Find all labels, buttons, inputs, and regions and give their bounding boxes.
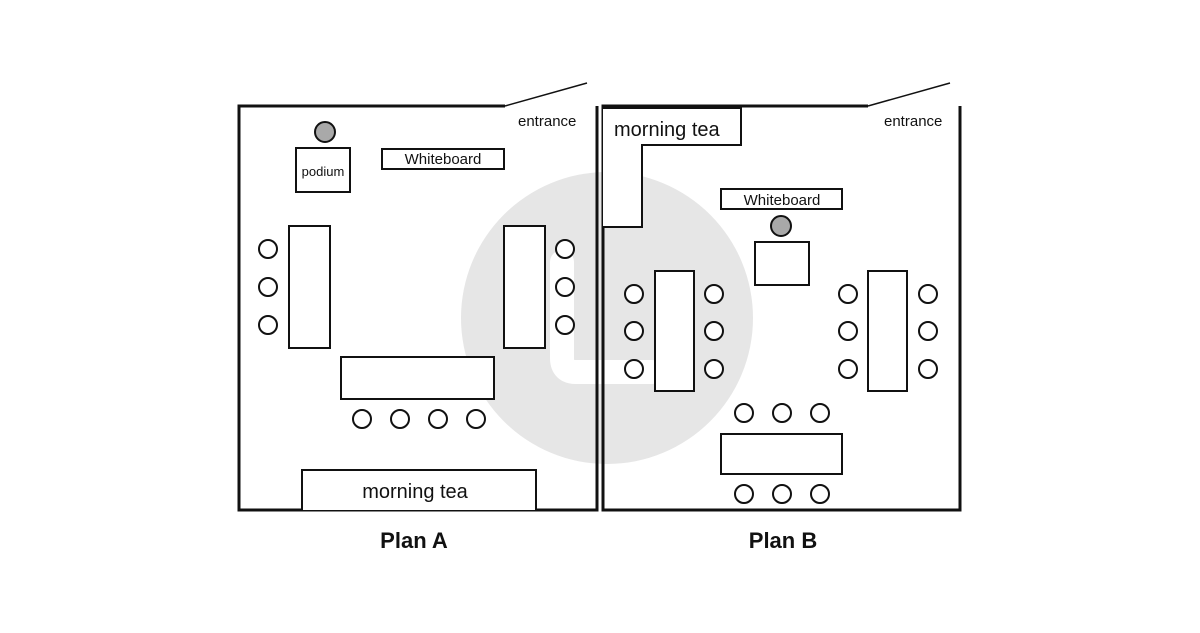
plan-a-chair [555,277,575,297]
plan-b-entrance-label: entrance [884,113,942,130]
plan-b-chair [704,321,724,341]
plan-b-chair [838,321,858,341]
plan-b-chair [918,359,938,379]
plan-a-chair [352,409,372,429]
plan-b-chair [734,484,754,504]
plan-a-table-bottom [340,356,495,400]
plan-b-whiteboard [720,188,843,210]
plan-b-chair [810,403,830,423]
plan-a-table-right [503,225,546,349]
plan-b-chair [838,359,858,379]
plan-b-chair [772,484,792,504]
plan-a-chair [555,239,575,259]
plan-b-chair [772,403,792,423]
plan-a-podium [295,147,351,193]
plan-a-entrance-door [504,82,588,107]
plan-a-podium-label: podium [302,164,345,179]
plan-a-morning-tea-label: morning tea [362,481,468,503]
watermark-mark [550,250,664,384]
plan-b-chair [624,284,644,304]
plan-a-chair [428,409,448,429]
plan-b-morning-tea-label: morning tea [614,119,720,141]
plan-b-chair [838,284,858,304]
plan-b-speaker-seat [770,215,792,237]
plan-a-chair [258,277,278,297]
plan-b-table-right [867,270,908,392]
plan-b-chair [918,321,938,341]
plan-a-chair [555,315,575,335]
plan-b-chair [810,484,830,504]
plan-b-chair [734,403,754,423]
plan-a-whiteboard [381,148,505,170]
plan-a-table-left [288,225,331,349]
plan-a-entrance-label: entrance [518,113,576,130]
plan-a-whiteboard-label: Whiteboard [405,151,482,168]
plan-a-caption: Plan A [380,528,448,553]
plan-a-chair [466,409,486,429]
plan-b-entrance-door [867,82,951,107]
plan-a-walls [237,104,599,512]
plan-b-chair [624,321,644,341]
plan-a-chair [258,315,278,335]
plan-b-podium [754,241,810,286]
plan-b-caption: Plan B [748,528,818,553]
plan-b: entrance morning tea Whiteboard [601,82,962,512]
plan-a-chair [258,239,278,259]
plan-b-chair [704,284,724,304]
plan-a-chair [390,409,410,429]
plan-b-walls [601,104,962,512]
plan-b-table-left [654,270,695,392]
plan-a-morning-tea-table [301,469,537,510]
plan-b-chair [624,359,644,379]
plan-b-morning-tea-table [603,107,742,228]
plan-b-chair [918,284,938,304]
plan-a-speaker-seat [314,121,336,143]
plan-a: entrance podium Whiteboard morning tea [237,82,599,512]
plan-b-whiteboard-label: Whiteboard [744,192,821,209]
plan-b-table-bottom [720,433,843,475]
plan-b-chair [704,359,724,379]
